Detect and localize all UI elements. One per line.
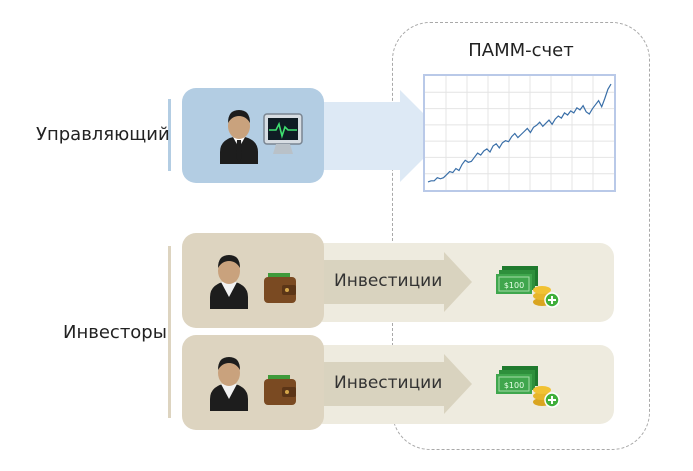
chart-plot <box>425 76 614 190</box>
manager-bracket <box>168 99 171 171</box>
pamm-growth-chart <box>423 74 616 192</box>
investors-bracket <box>168 246 171 418</box>
wallet-icon <box>264 273 296 303</box>
investor-box-1 <box>182 233 324 328</box>
investment-arrow-label-1: Инвестиции <box>334 271 443 291</box>
manager-box <box>182 88 324 183</box>
monitor-chart-icon <box>263 113 303 154</box>
manager-arrow <box>320 90 446 182</box>
wallet-icon <box>264 375 296 405</box>
money-label: $100 <box>504 281 524 290</box>
investor-person-icon <box>210 357 248 411</box>
money-stack-icon: $100 <box>496 366 560 408</box>
money-label: $100 <box>504 381 524 390</box>
investment-arrow-1 <box>322 252 472 312</box>
pamm-title: ПАММ-счет <box>468 40 574 61</box>
pamm-account-frame <box>392 22 650 450</box>
chart-series-line <box>427 83 612 183</box>
investor-person-icon <box>210 255 248 309</box>
investment-arrow-label-2: Инвестиции <box>334 373 443 393</box>
manager-label: Управляющий <box>36 124 170 145</box>
investors-label: Инвесторы <box>63 322 167 343</box>
money-stack-icon: $100 <box>496 266 560 308</box>
investment-arrow-2 <box>322 354 472 414</box>
investor-box-2 <box>182 335 324 430</box>
manager-person-icon <box>220 110 258 164</box>
